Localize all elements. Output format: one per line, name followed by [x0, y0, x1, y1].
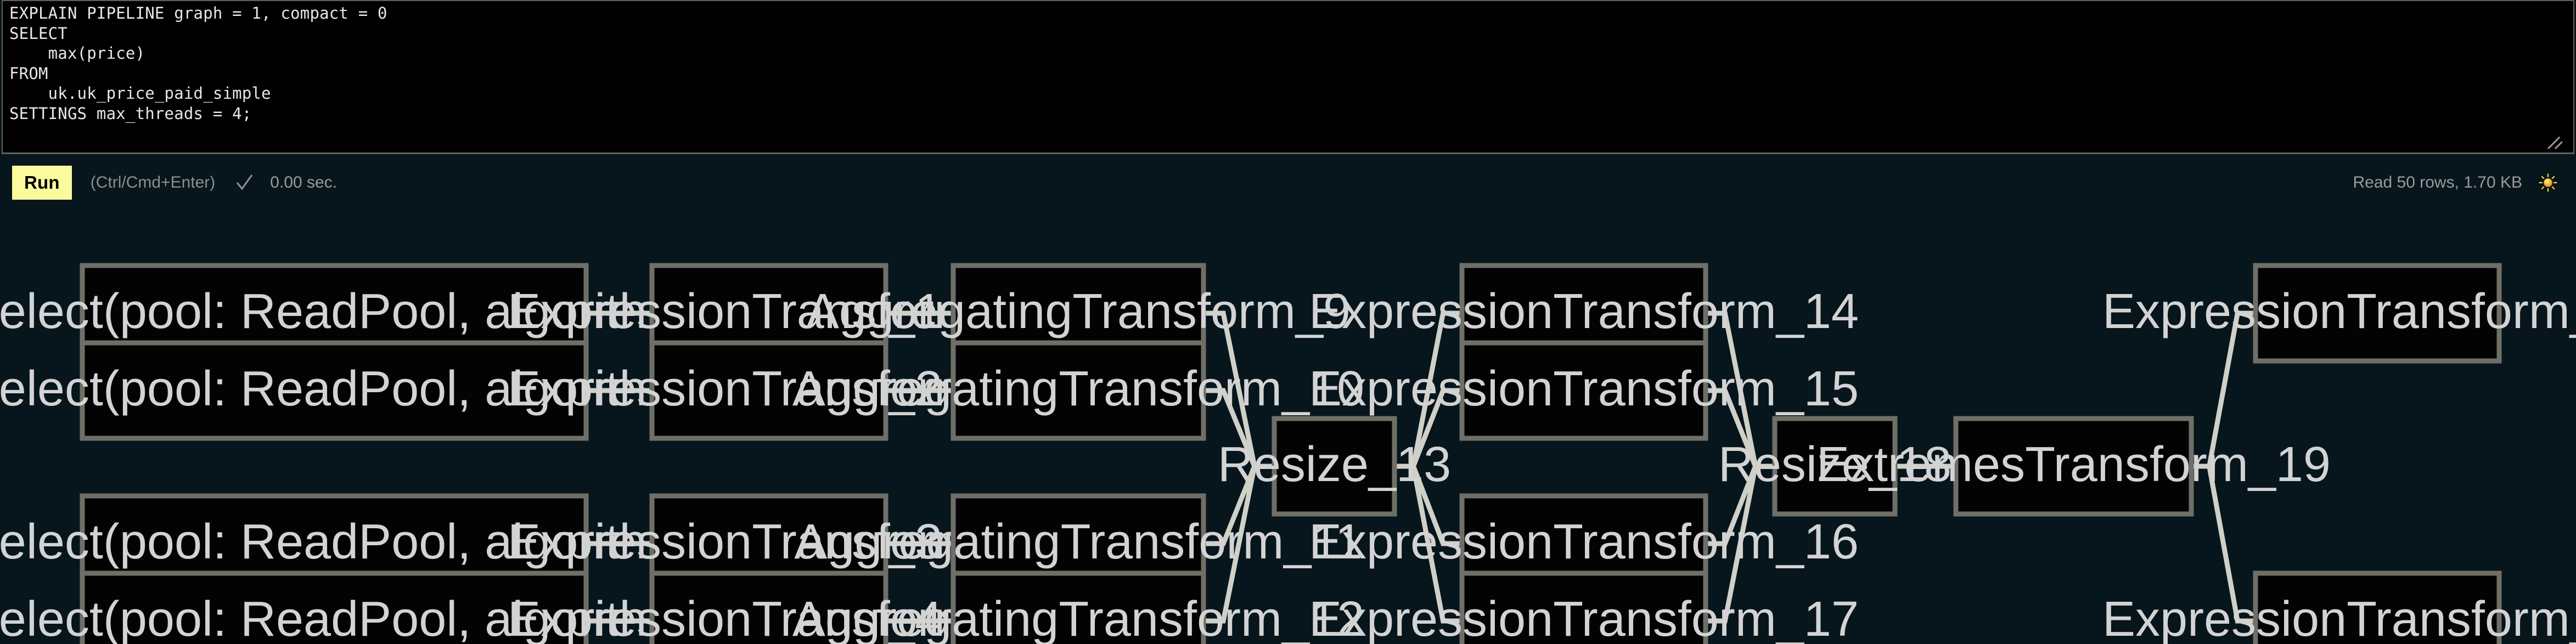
run-button[interactable]: Run: [12, 166, 72, 200]
graph-nodes-layer: MergeTreeSelect(pool: ReadPool, algorith…: [0, 263, 2576, 644]
graph-node-box[interactable]: [1772, 416, 1898, 517]
graph-node-box[interactable]: [649, 340, 888, 441]
sql-editor-container: [0, 0, 2576, 158]
graph-edge: [2191, 310, 2256, 469]
graph-node-box[interactable]: [1272, 416, 1397, 517]
graph-node-box[interactable]: [950, 340, 1206, 441]
graph-node[interactable]: ExpressionTransform_17: [1309, 570, 1859, 644]
graph-node-box[interactable]: [2253, 263, 2502, 364]
sun-icon[interactable]: [2539, 173, 2557, 192]
graph-node-box[interactable]: [80, 340, 589, 441]
graph-edge: [1203, 464, 1274, 624]
sql-query-input[interactable]: [2, 0, 2574, 154]
graph-edge: [2191, 464, 2256, 624]
graph-node[interactable]: ExpressionTransform_20: [2102, 263, 2576, 364]
graph-node[interactable]: ExpressionTransform_21: [2102, 570, 2576, 644]
pipeline-graph-svg: MergeTreeSelect(pool: ReadPool, algorith…: [0, 263, 2576, 644]
pipeline-graph[interactable]: MergeTreeSelect(pool: ReadPool, algorith…: [0, 206, 2576, 644]
shortcut-hint: (Ctrl/Cmd+Enter): [90, 173, 216, 191]
graph-node-box[interactable]: [649, 570, 888, 644]
graph-node-box[interactable]: [950, 570, 1206, 644]
check-icon: [235, 173, 254, 192]
graph-node-box[interactable]: [80, 570, 589, 644]
graph-edges-layer: [586, 310, 2256, 624]
graph-edge: [1394, 464, 1462, 624]
graph-edge: [1706, 464, 1775, 624]
graph-node-box[interactable]: [1459, 340, 1708, 441]
query-toolbar: Run (Ctrl/Cmd+Enter) 0.00 sec. Read 50 r…: [0, 159, 2576, 206]
graph-node-box[interactable]: [2253, 570, 2502, 644]
graph-node-box[interactable]: [1459, 570, 1708, 644]
elapsed-time: 0.00 sec.: [270, 173, 338, 191]
read-stats: Read 50 rows, 1.70 KB: [2353, 173, 2522, 191]
graph-node-box[interactable]: [1953, 416, 2194, 517]
